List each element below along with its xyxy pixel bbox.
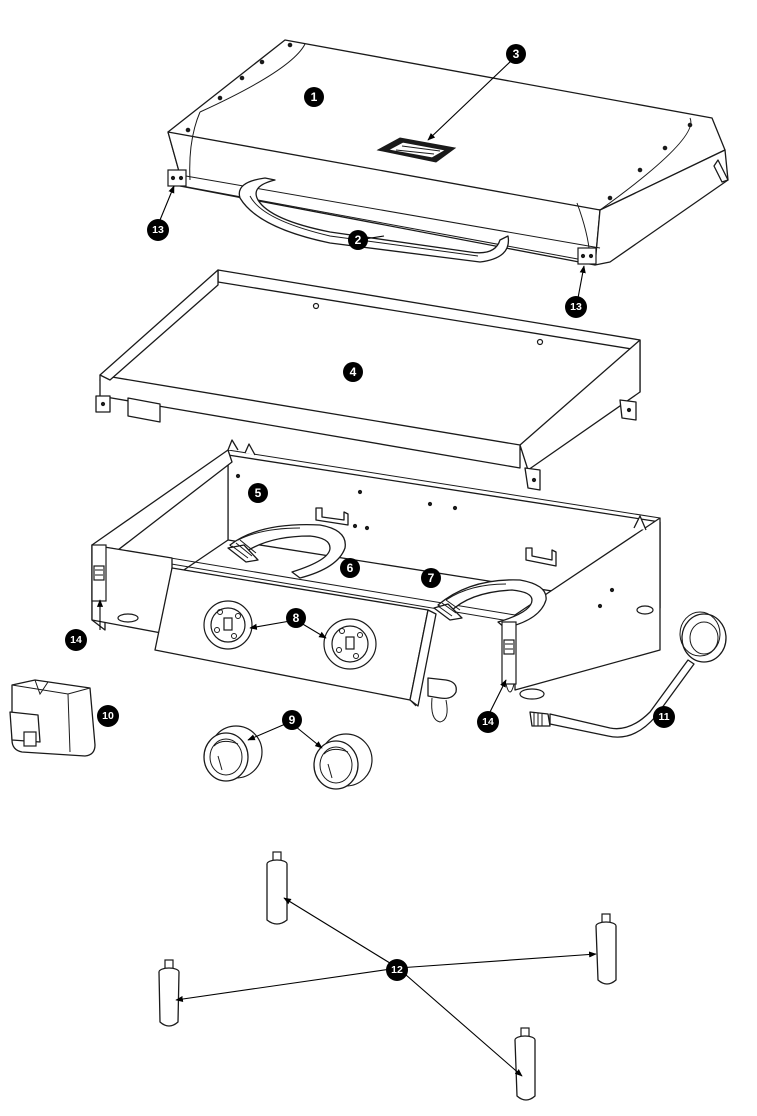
- callout-12-label: 12: [391, 964, 403, 976]
- callout-8-label: 8: [293, 611, 300, 625]
- callout-3: 3: [506, 44, 526, 64]
- callout-10: 10: [97, 705, 119, 727]
- callout-6-label: 6: [347, 561, 354, 575]
- burner-right-part: [433, 579, 547, 629]
- callout-2: 2: [348, 230, 368, 250]
- callout-6: 6: [340, 558, 360, 578]
- callout-4: 4: [343, 362, 363, 382]
- callout-14-left-label: 14: [70, 634, 82, 646]
- lid-part: [167, 39, 729, 266]
- callout-14-right: 14: [477, 711, 499, 733]
- callout-3-label: 3: [513, 47, 520, 61]
- firebox-base-part: [91, 439, 661, 700]
- latch-right-part: [501, 621, 517, 693]
- control-panel-part: [154, 567, 457, 723]
- callout-13-right: 13: [565, 296, 587, 318]
- callout-13-right-label: 13: [570, 301, 582, 313]
- leg-1-part: [266, 851, 288, 925]
- leader-lines: [96, 59, 597, 1077]
- latch-left-part: [91, 544, 107, 602]
- callout-11-label: 11: [658, 711, 669, 723]
- callout-1: 1: [304, 87, 324, 107]
- callout-7-label: 7: [428, 571, 435, 585]
- callout-12: 12: [386, 959, 408, 981]
- lid-thermometer-part: [376, 137, 457, 163]
- callout-5: 5: [248, 483, 268, 503]
- leg-3-part: [158, 959, 180, 1027]
- lid-handle-part: [238, 177, 510, 263]
- callout-14-left: 14: [65, 629, 87, 651]
- callout-11: 11: [653, 706, 675, 728]
- callout-4-label: 4: [350, 365, 357, 379]
- leg-4-part: [514, 1027, 536, 1101]
- callout-5-label: 5: [255, 486, 262, 500]
- callout-1-label: 1: [311, 90, 318, 104]
- control-knob-left-part: [203, 725, 263, 782]
- callout-13-left: 13: [147, 219, 169, 241]
- hose-regulator-part: [529, 611, 727, 738]
- callout-2-label: 2: [355, 233, 362, 247]
- callout-9: 9: [282, 710, 302, 730]
- control-knob-right-part: [313, 733, 373, 790]
- callout-13-left-label: 13: [152, 224, 164, 236]
- burner-left-part: [227, 524, 346, 579]
- callout-8: 8: [286, 608, 306, 628]
- callout-7: 7: [421, 568, 441, 588]
- leg-2-part: [595, 913, 617, 985]
- callout-10-label: 10: [102, 710, 114, 722]
- griddle-plate-part: [95, 269, 641, 491]
- callout-9-label: 9: [289, 713, 296, 727]
- callout-14-right-label: 14: [482, 716, 494, 728]
- grease-cup-part: [9, 679, 96, 757]
